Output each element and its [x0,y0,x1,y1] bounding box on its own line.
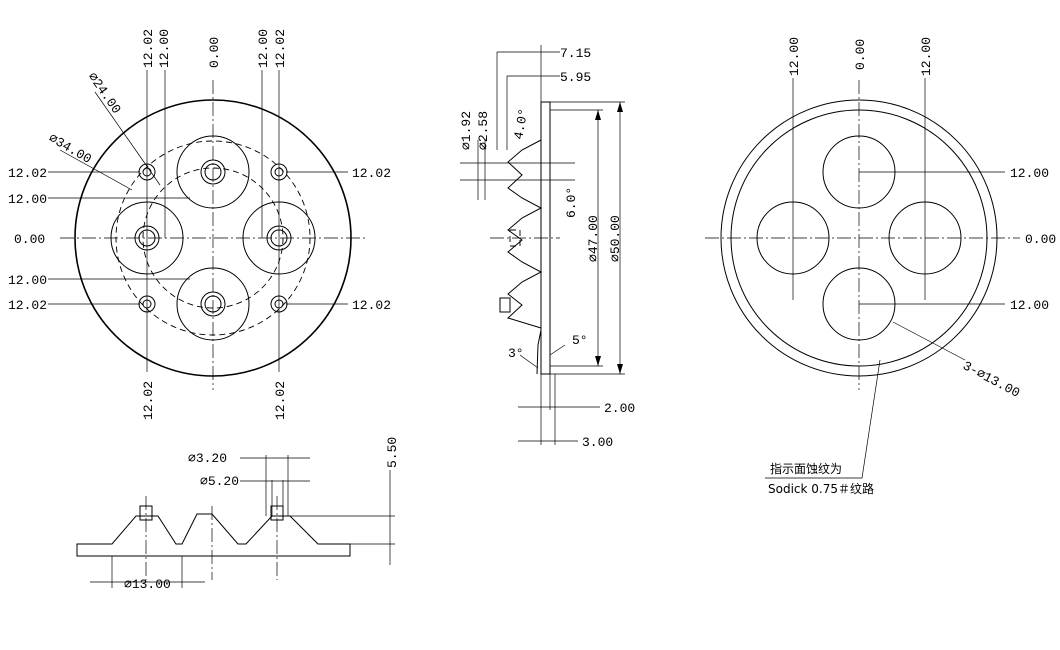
front-view: 12.02 12.00 0.00 12.00 12.02 ⌀24.00 ⌀34.… [8,29,391,420]
section-view: ⌀3.20 ⌀5.20 5.50 ⌀13.00 [76,437,400,592]
dim-dia-1-92: ⌀1.92 [459,111,474,150]
dim-tex-right-row1: 12.00 [1010,166,1049,181]
side-view: 7.15 5.95 ⌀1.92 ⌀2.58 4.0° 6.0° ⌀47.00 ⌀… [459,45,635,450]
dim-left-row4: 12.00 [8,273,47,288]
dim-3-00: 3.00 [582,435,613,450]
dim-right-row5: 12.02 [352,298,391,313]
dim-left-row5: 12.02 [8,298,47,313]
dim-top-left-outer: 12.02 [141,29,156,68]
lens-profile [507,139,543,329]
texture-note-line1: 指示面蚀纹为 [770,461,842,476]
dim-2-00: 2.00 [604,401,635,416]
dim-bottom-right: 12.02 [273,381,288,420]
textured-view: 12.00 0.00 12.00 12.00 0.00 12.00 3-⌀13.… [705,37,1056,496]
dim-angle-3: 3° [508,346,524,361]
lens-boss-bottom [176,267,250,341]
dim-dia-34: ⌀34.00 [46,130,94,166]
dim-top-right-inner: 12.00 [256,29,271,68]
dim-top-left-inner: 12.00 [157,29,172,68]
dim-left-row1: 12.02 [8,166,47,181]
dim-dia-50: ⌀50.00 [608,215,623,262]
dim-top-right-outer: 12.02 [273,29,288,68]
dim-5-50: 5.50 [385,437,400,468]
dim-dia-3-20: ⌀3.20 [188,451,227,466]
dim-dia-5-20: ⌀5.20 [200,474,239,489]
section-body [76,513,351,557]
dim-tex-top-right: 12.00 [919,37,934,76]
dim-angle-4: 4.0° [511,107,531,140]
dim-5-95: 5.95 [560,70,591,85]
dim-tex-top-left: 12.00 [787,37,802,76]
dim-top-center: 0.00 [207,37,222,68]
texture-note-line2: Sodick 0.75＃纹路 [768,481,874,496]
dim-tex-right-row2: 0.00 [1025,232,1056,247]
dim-angle-5: 5° [572,333,588,348]
dim-tex-right-row3: 12.00 [1010,298,1049,313]
dim-bottom-left: 12.02 [141,381,156,420]
dim-left-row2: 12.00 [8,192,47,207]
dim-angle-6: 6.0° [564,187,579,218]
dim-right-row1: 12.02 [352,166,391,181]
dim-dia-24: ⌀24.00 [85,70,124,117]
dim-dia-13: ⌀13.00 [124,577,171,592]
dim-7-15: 7.15 [560,46,591,61]
dim-tex-top-center: 0.00 [853,39,868,70]
callout-3-dia-13: 3-⌀13.00 [960,358,1022,401]
dim-dia-47: ⌀47.00 [586,215,601,262]
dim-left-row3: 0.00 [14,232,45,247]
lens-boss-top [176,135,250,209]
dim-dia-2-58: ⌀2.58 [476,111,491,150]
